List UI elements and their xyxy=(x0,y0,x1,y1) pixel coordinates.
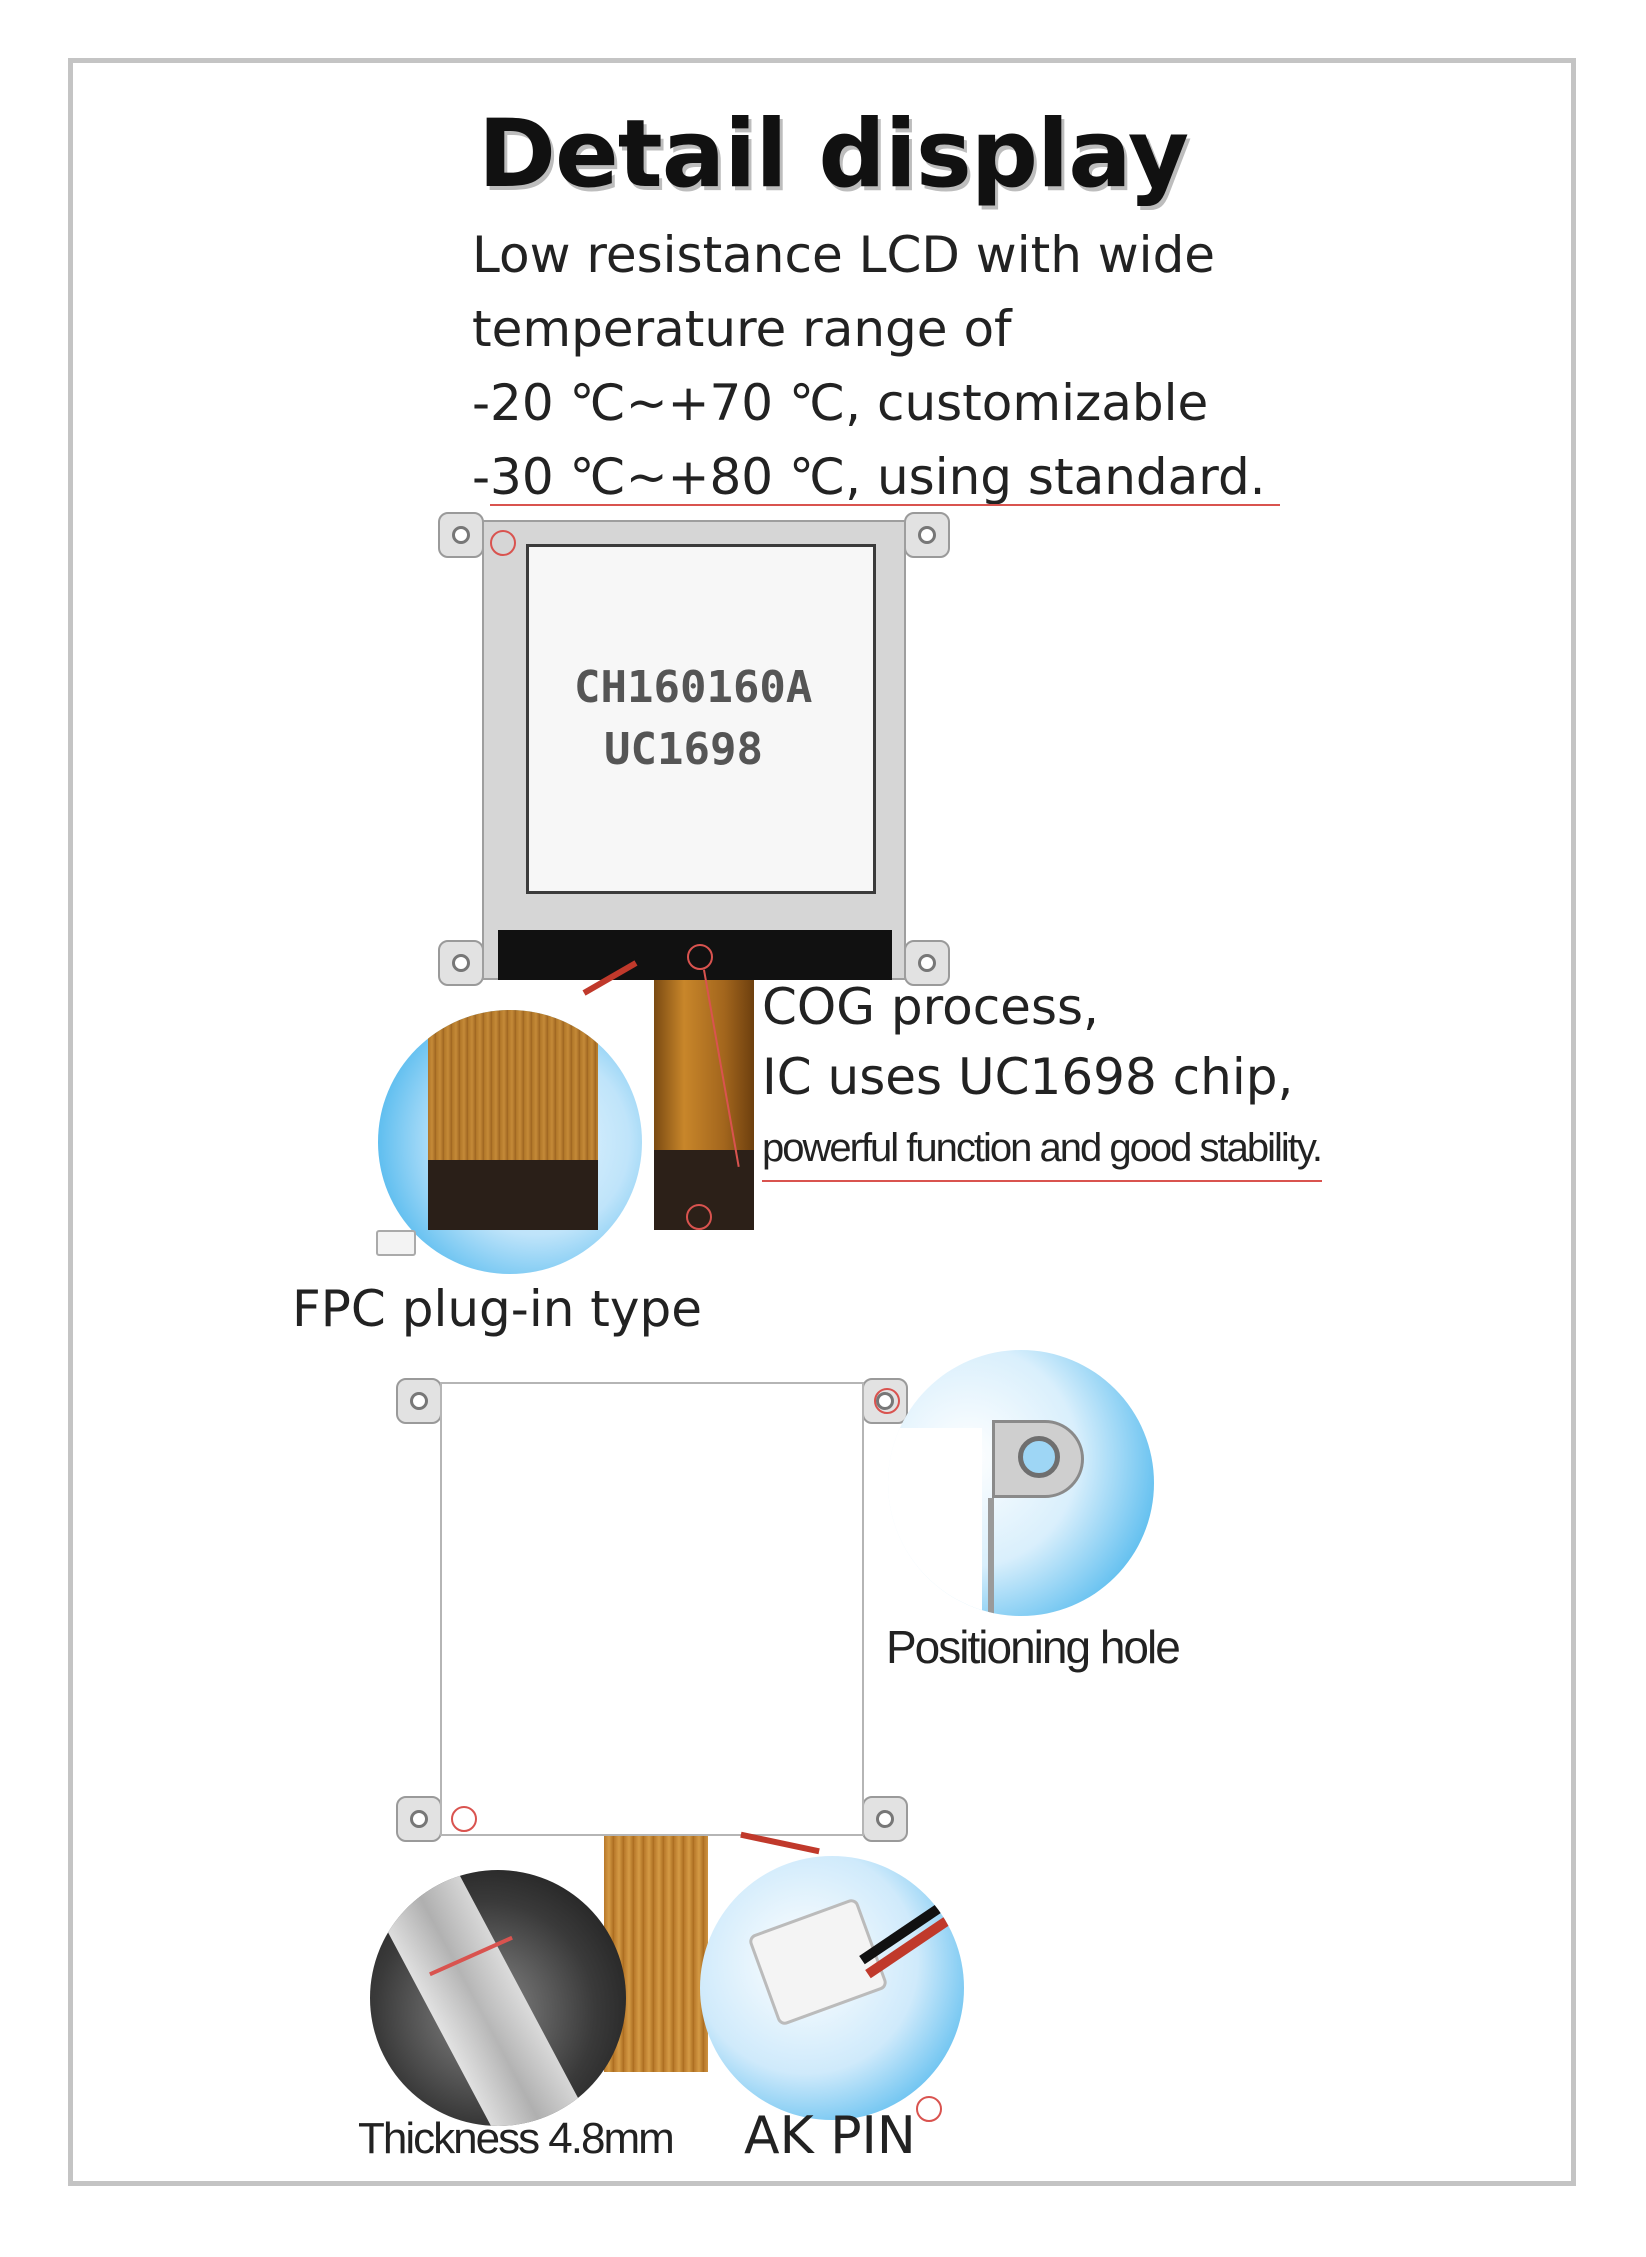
fpc-caption: FPC plug-in type xyxy=(292,1280,702,1338)
thickness-caption: Thickness 4.8mm xyxy=(358,2114,675,2163)
page-title: Detail display xyxy=(478,100,1189,209)
callout-marker xyxy=(687,944,713,970)
fpc-zoom-ribbon xyxy=(428,1010,598,1160)
mounting-ear xyxy=(438,940,484,986)
mounting-ear xyxy=(904,512,950,558)
positioning-hole-caption: Positioning hole xyxy=(886,1621,1181,1673)
thickness-bubble xyxy=(370,1870,626,2126)
intro-line: temperature range of xyxy=(472,300,1012,358)
cog-line2: IC uses UC1698 chip, xyxy=(762,1048,1294,1106)
callout-marker xyxy=(686,1204,712,1230)
hole-zoom xyxy=(1018,1436,1060,1478)
mounting-ear xyxy=(862,1796,908,1842)
mounting-ear xyxy=(396,1378,442,1424)
connector-icon xyxy=(376,1230,416,1256)
cog-line1: COG process, xyxy=(762,978,1099,1036)
intro-line: -20 ℃~+70 ℃, customizable xyxy=(472,374,1209,432)
lcd-screen xyxy=(526,544,876,894)
panel-edge-zoom xyxy=(988,1498,994,1616)
fpc-zoom-bubble xyxy=(378,1010,642,1274)
cog-underline xyxy=(762,1180,1322,1182)
bubble-mask xyxy=(888,1428,982,1616)
mounting-ear xyxy=(396,1796,442,1842)
intro-line: Low resistance LCD with wide xyxy=(472,226,1216,284)
lcd-module-back xyxy=(396,1378,908,1842)
positioning-hole-bubble xyxy=(888,1350,1154,1616)
fpc-zoom-tip xyxy=(428,1160,598,1230)
ak-pin-caption: AK PIN xyxy=(744,2106,916,2166)
fpc-ribbon-back xyxy=(604,1836,708,2072)
ak-pin-bubble xyxy=(700,1856,964,2120)
lcd-model-text: CH160160A xyxy=(574,662,813,713)
callout-marker xyxy=(490,530,516,556)
lcd-back-panel xyxy=(440,1382,864,1836)
lcd-ic-text: UC1698 xyxy=(604,724,763,775)
lcd-module-front: CH160160A UC1698 xyxy=(438,512,950,986)
page-frame xyxy=(68,58,1576,2186)
callout-marker xyxy=(451,1806,477,1832)
mounting-ear xyxy=(438,512,484,558)
cog-line3: powerful function and good stability. xyxy=(762,1126,1323,1170)
intro-underline xyxy=(490,504,1280,506)
intro-line: -30 ℃~+80 ℃, using standard. xyxy=(472,448,1266,506)
intro-text: Low resistance LCD with wide temperature… xyxy=(472,218,1292,514)
callout-marker xyxy=(916,2096,942,2122)
callout-marker xyxy=(874,1388,900,1414)
